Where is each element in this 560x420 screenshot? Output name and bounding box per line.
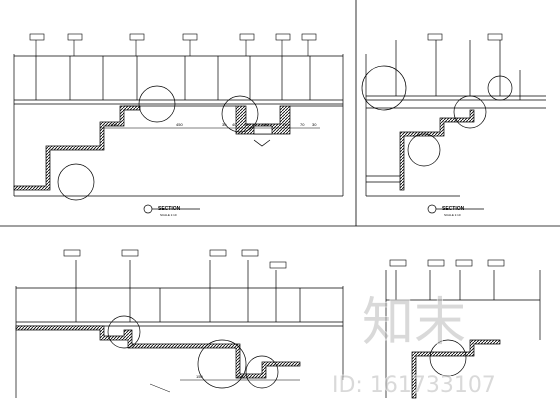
section-title: SECTION (158, 206, 181, 212)
dim-label: 40 (232, 122, 237, 127)
scale-note: SCALE 1:10 (160, 213, 177, 217)
dim-label: 140 (282, 122, 289, 127)
watermark-logo: 知末 (362, 293, 466, 353)
section-bottom-right (385, 259, 541, 399)
dim-label: 100 (110, 122, 117, 127)
section-bottom-left (15, 249, 344, 398)
top-left-dimensions: 100 450 30 40 100 100 140 70 30 (110, 122, 317, 127)
watermark: 知末 ID: 161733107 (331, 292, 497, 399)
dim-label: 100 (244, 122, 251, 127)
section-top-left (13, 33, 344, 214)
dim-label: 450 (176, 122, 183, 127)
dim-label: 250 (236, 374, 243, 379)
section-title: SECTION (442, 206, 465, 212)
dim-label: 70 (300, 122, 305, 127)
dim-label: 30 (222, 122, 227, 127)
dim-label: 150 (196, 374, 203, 379)
dim-label: 30 (312, 122, 317, 127)
bottom-left-dimensions: 150 250 (196, 374, 243, 379)
dim-label: 100 (262, 122, 269, 127)
panel-dividers (0, 0, 560, 227)
scale-note: SCALE 1:10 (444, 213, 461, 217)
watermark-id: ID: 161733107 (332, 373, 496, 398)
section-top-right (361, 33, 546, 214)
